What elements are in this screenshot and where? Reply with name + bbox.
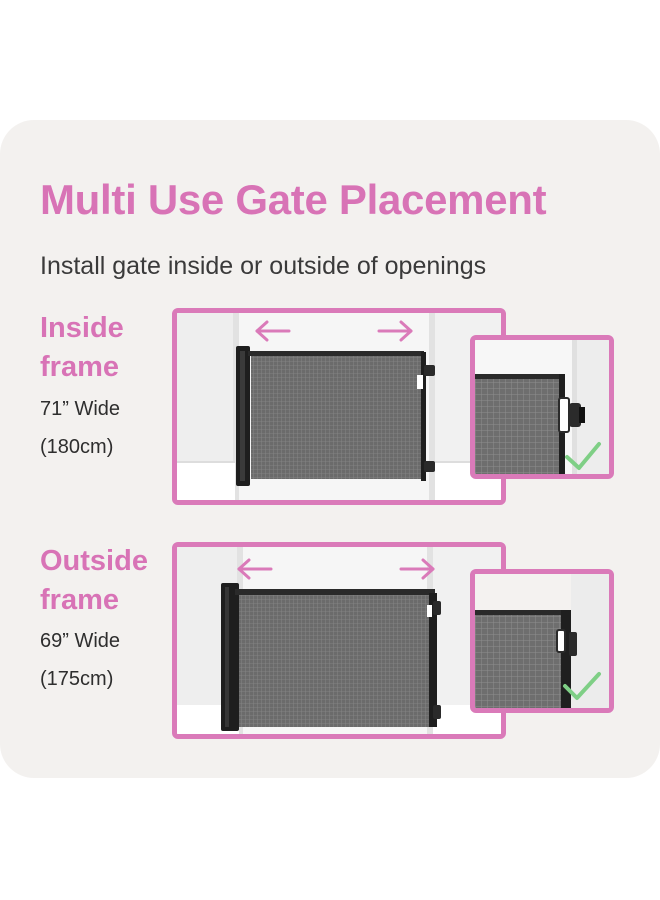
outside-frame-main-illustration bbox=[172, 542, 506, 739]
outside-width-metric: (175cm) bbox=[40, 668, 114, 690]
inside-frame-detail-illustration bbox=[470, 335, 614, 479]
outside-frame-width: 69” Wide (175cm) bbox=[40, 622, 120, 698]
page-title: Multi Use Gate Placement bbox=[40, 176, 547, 223]
inside-frame-heading: Inside frame bbox=[40, 309, 124, 387]
inside-frame-main-illustration bbox=[172, 308, 506, 505]
outside-frame-detail-illustration bbox=[470, 569, 614, 713]
outside-width-imperial: 69” Wide bbox=[40, 630, 121, 652]
inside-frame-width: 71” Wide (180cm) bbox=[40, 390, 120, 466]
inside-heading-line1: Inside bbox=[40, 312, 124, 344]
double-arrow-icon bbox=[255, 320, 413, 342]
inside-width-imperial: 71” Wide bbox=[40, 398, 121, 420]
inside-width-metric: (180cm) bbox=[40, 436, 114, 458]
page-subtitle: Install gate inside or outside of openin… bbox=[40, 252, 487, 280]
check-icon bbox=[563, 672, 601, 700]
outside-heading-line1: Outside bbox=[40, 545, 148, 577]
double-arrow-icon bbox=[237, 558, 435, 580]
check-icon bbox=[565, 442, 601, 470]
inside-heading-line2: frame bbox=[40, 351, 119, 383]
outside-frame-heading: Outside frame bbox=[40, 542, 148, 620]
outside-heading-line2: frame bbox=[40, 584, 119, 616]
